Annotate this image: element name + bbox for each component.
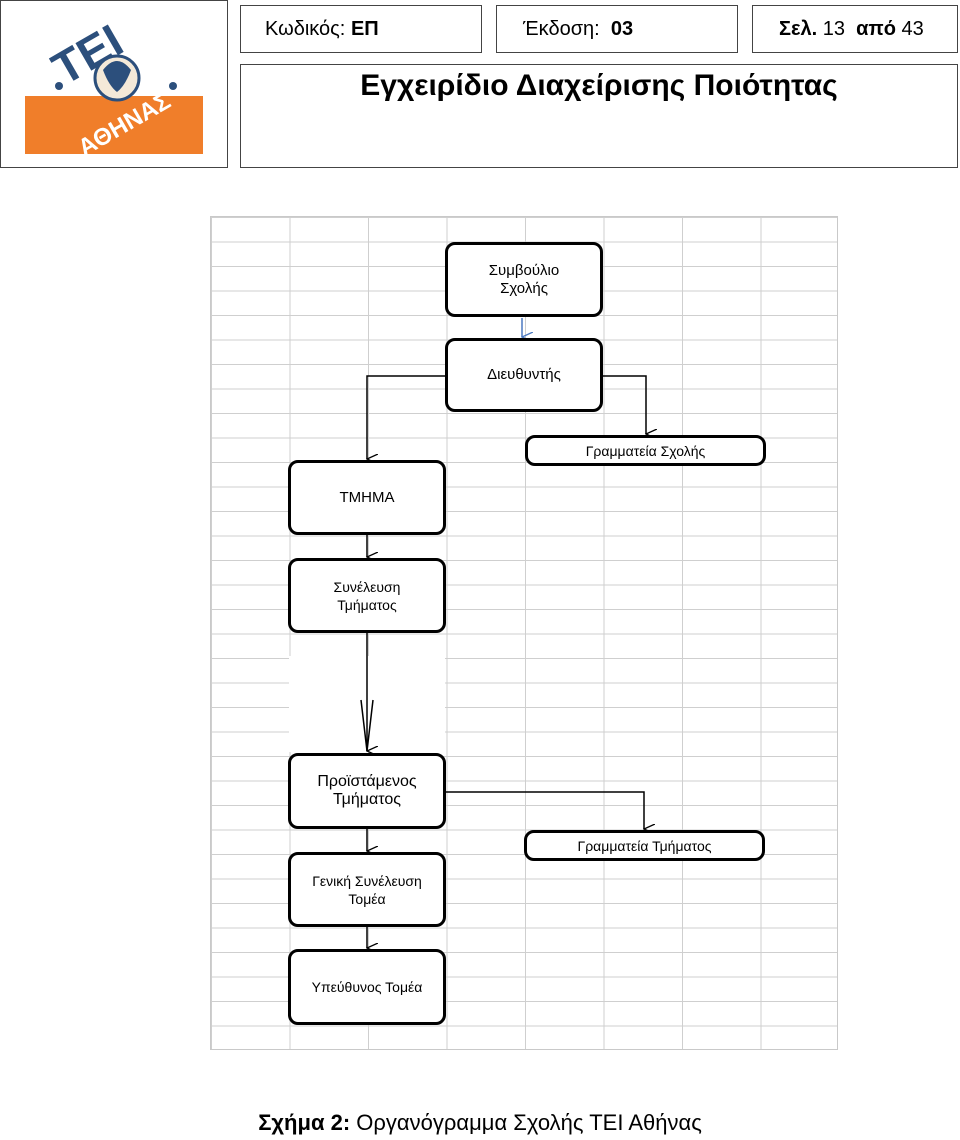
node-department-head-line-1: Προϊστάμενος bbox=[317, 773, 417, 790]
arrow-assembly-head-tip bbox=[360, 699, 374, 752]
node-department-assembly-line-2: Τμήματος bbox=[337, 596, 397, 613]
node-school-secretariat-label: Γραμματεία Σχολής bbox=[585, 442, 706, 459]
arrow-head-department-secretariat bbox=[446, 791, 644, 829]
page-label: Σελ. bbox=[779, 17, 818, 40]
code-box: Κωδικός: ΕΠ bbox=[240, 5, 482, 53]
tei-athens-logo: ΤΕΙ ΑΘΗΝΑΣ bbox=[25, 8, 203, 154]
page-current: 13 bbox=[822, 17, 845, 40]
logo-cell bbox=[0, 0, 228, 168]
node-sector-head-label: Υπεύθυνος Τομέα bbox=[311, 979, 423, 995]
page-box: Σελ. 13 από 43 bbox=[752, 5, 958, 53]
node-school-council-line-1: Συμβούλιο bbox=[488, 261, 560, 279]
node-department: ΤΜΗΜΑ bbox=[288, 460, 446, 535]
edition-box: Έκδοση: 03 bbox=[496, 5, 738, 53]
title-cell bbox=[240, 64, 958, 168]
code-label: Κωδικός: bbox=[265, 17, 346, 40]
node-department-secretariat-label: Γραμματεία Τμήματος bbox=[577, 837, 712, 854]
node-sector-head: Υπεύθυνος Τομέα bbox=[288, 949, 446, 1025]
edition-label: Έκδοση: bbox=[523, 17, 600, 40]
code-value: ΕΠ bbox=[350, 17, 379, 40]
document-title: Εγχειρίδιο Διαχείρισης Ποιότητας bbox=[360, 69, 838, 102]
edition-value: 03 bbox=[610, 17, 634, 40]
node-department-secretariat: Γραμματεία Τμήματος bbox=[524, 830, 765, 861]
node-department-label: ΤΜΗΜΑ bbox=[339, 488, 395, 506]
node-department-assembly-line-1: Συνέλευση bbox=[333, 578, 401, 595]
node-sector-general-assembly-line-1: Γενική Συνέλευση bbox=[312, 872, 422, 889]
caption-prefix: Σχήμα 2: bbox=[258, 1110, 351, 1135]
figure-caption: Σχήμα 2: Οργανόγραμμα Σχολής ΤΕΙ Αθήνας bbox=[0, 1110, 960, 1136]
arrow-director-school-secretariat bbox=[603, 375, 646, 434]
node-director: Διευθυντής bbox=[445, 338, 603, 412]
caption-text: Οργανόγραμμα Σχολής ΤΕΙ Αθήνας bbox=[356, 1110, 702, 1135]
node-director-label: Διευθυντής bbox=[487, 366, 561, 383]
node-school-secretariat: Γραμματεία Σχολής bbox=[525, 435, 766, 466]
page-total: 43 bbox=[901, 17, 924, 40]
page-of: από bbox=[856, 17, 896, 40]
node-sector-general-assembly-line-2: Τομέα bbox=[348, 890, 386, 907]
arrow-director-department bbox=[367, 375, 445, 459]
node-school-council-line-2: Σχολής bbox=[500, 279, 548, 297]
node-department-head-line-2: Τμήματος bbox=[333, 791, 401, 808]
